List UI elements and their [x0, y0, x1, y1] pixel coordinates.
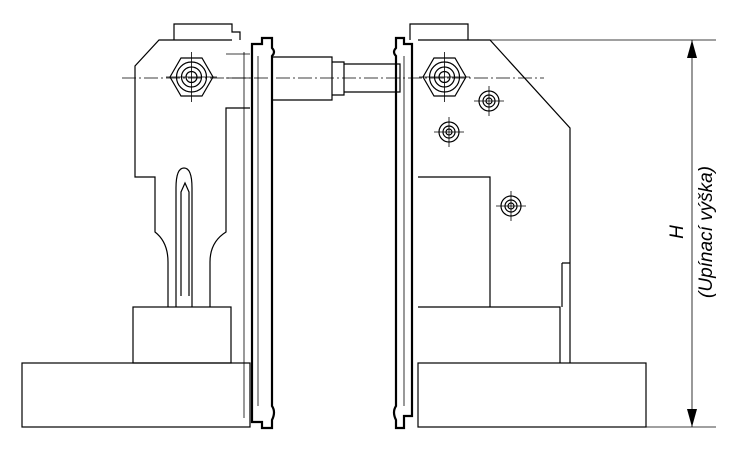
- left-pedestal: [132, 306, 232, 364]
- left-slot-pin: [180, 181, 190, 296]
- left-base-block: [21, 362, 251, 428]
- right-bolt-upper: [474, 86, 504, 116]
- dimension-arrow-bottom: [687, 409, 697, 427]
- left-inner-line: [226, 53, 250, 79]
- left-clamp-plate: [250, 36, 276, 430]
- rod-large-section: [272, 56, 333, 101]
- left-bracket-body: [134, 39, 250, 307]
- right-clamp-unit: [392, 23, 716, 430]
- dimension-arrow-top: [687, 40, 697, 58]
- rod-step: [332, 61, 345, 96]
- left-top-cap: [173, 23, 241, 40]
- right-base-block: [417, 362, 647, 428]
- height-dimension: H (Upínací výška): [646, 40, 717, 428]
- dimension-caption: (Upínací výška): [696, 166, 717, 298]
- connecting-rod: [272, 56, 401, 101]
- right-bolt-middle: [434, 117, 464, 147]
- right-bracket-body: [418, 39, 571, 363]
- dimension-symbol: H: [667, 225, 688, 239]
- right-small-tab: [561, 262, 570, 307]
- right-top-cap: [409, 23, 469, 40]
- right-clamp-plate: [392, 36, 414, 430]
- right-inner-block: [418, 176, 491, 307]
- right-bolt-lower: [496, 191, 526, 221]
- right-hex-nut: [419, 52, 470, 102]
- left-clamp-unit: [21, 23, 276, 430]
- right-bracket-step: [418, 306, 561, 363]
- left-hex-nut: [166, 52, 217, 102]
- left-slot: [175, 167, 193, 307]
